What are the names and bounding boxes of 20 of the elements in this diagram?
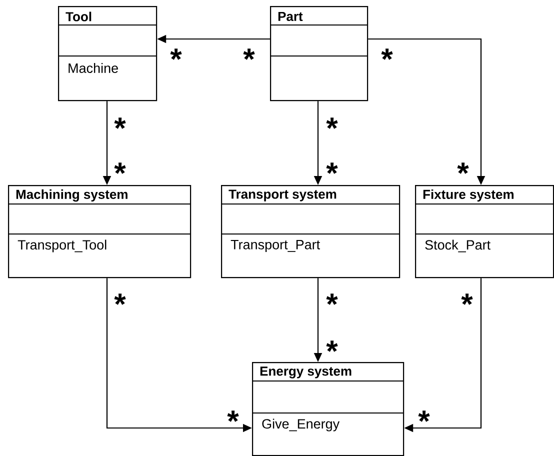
multiplicity-label: *: [457, 162, 469, 174]
multiplicity-label: *: [326, 340, 338, 352]
multiplicity-label: *: [326, 162, 338, 174]
class-box: Transport system Transport_Part: [221, 185, 400, 278]
multiplicity-label: *: [326, 118, 338, 129]
multiplicity-label: *: [326, 294, 338, 305]
class-box: Fixture system Stock_Part: [415, 185, 554, 278]
multiplicity-label: *: [114, 162, 126, 174]
class-box: Part: [270, 6, 368, 102]
multiplicity-label: *: [381, 48, 393, 60]
class-box: Machining system Transport_Tool: [8, 185, 192, 278]
multiplicity-label: *: [227, 410, 239, 422]
class-box: Tool Machine: [58, 6, 158, 102]
class-box: Energy system Give_Energy: [252, 362, 404, 456]
multiplicity-label: *: [461, 294, 473, 305]
multiplicity-label: *: [243, 48, 255, 60]
multiplicity-label: *: [170, 48, 182, 60]
multiplicity-label: *: [114, 118, 126, 129]
multiplicity-label: *: [418, 410, 430, 422]
multiplicity-label: *: [114, 294, 126, 305]
